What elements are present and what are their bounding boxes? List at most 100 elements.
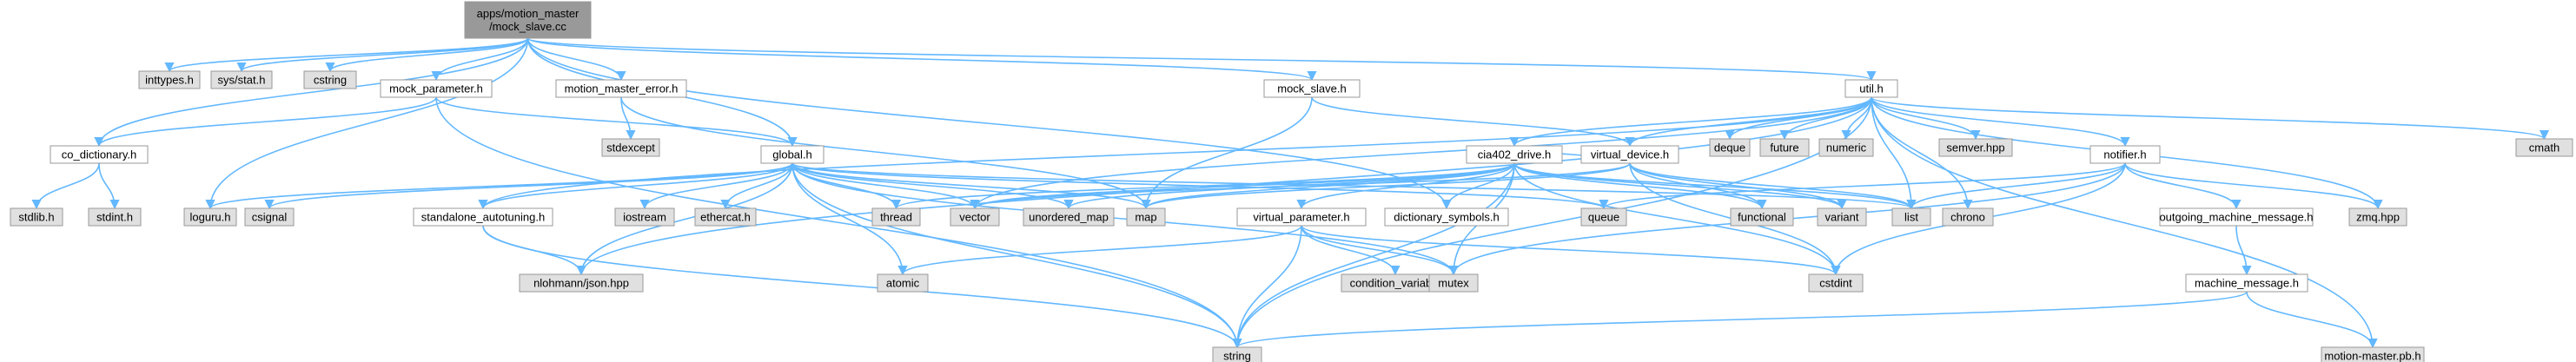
- node-mock-slave[interactable]: mock_slave.h: [1263, 79, 1361, 98]
- edge-motion_master_error-to-map: [620, 96, 1151, 210]
- node-label: zmq.hpp: [2356, 211, 2400, 224]
- node-nlohmann-json[interactable]: nlohmann/json.hpp: [519, 273, 644, 293]
- node-sys-stat[interactable]: sys/stat.h: [210, 70, 273, 89]
- node-atomic[interactable]: atomic: [877, 273, 929, 293]
- node-box: [10, 207, 63, 227]
- node-label: stdint.h: [96, 211, 133, 224]
- node-deque[interactable]: deque: [1709, 138, 1751, 157]
- node-label: cmath: [2529, 142, 2559, 155]
- edge-root-to-motion_master_error: [526, 37, 626, 82]
- edge-mock_parameter-to-global: [435, 96, 798, 148]
- node-label: loguru.h: [190, 211, 231, 224]
- node-label: functional: [1738, 211, 1786, 224]
- edge-standalone_autotuning-to-string: [482, 225, 1242, 349]
- node-mock-parameter[interactable]: mock_parameter.h: [380, 79, 493, 98]
- node-box: [210, 70, 273, 89]
- edge-util-to-list: [1871, 96, 1917, 210]
- node-box: [2515, 138, 2573, 157]
- edge-cia402_drive-to-dictionary_symbols: [1441, 162, 1515, 210]
- node-vector[interactable]: vector: [950, 207, 1000, 227]
- node-map[interactable]: map: [1126, 207, 1166, 227]
- node-label: mock_slave.h: [1277, 82, 1346, 95]
- edge-virtual_device-to-vector: [970, 162, 1631, 210]
- node-mutex[interactable]: mutex: [1428, 273, 1479, 293]
- node-util[interactable]: util.h: [1844, 79, 1898, 98]
- node-machine-message[interactable]: machine_message.h: [2185, 273, 2308, 293]
- node-box: [183, 207, 237, 227]
- node-dictionary-symbols[interactable]: dictionary_symbols.h: [1384, 207, 1509, 227]
- node-label: map: [1135, 211, 1156, 224]
- node-list[interactable]: list: [1891, 207, 1931, 227]
- node-box: [555, 79, 687, 98]
- node-condition-variable[interactable]: condition_variable: [1341, 273, 1450, 293]
- node-virtual-device[interactable]: virtual_device.h: [1580, 145, 1679, 164]
- edge-cia402_drive-to-virtual_parameter: [1296, 162, 1515, 210]
- node-label: mock_parameter.h: [389, 82, 483, 95]
- node-stdlib[interactable]: stdlib.h: [10, 207, 63, 227]
- edge-root-to-sys_stat: [236, 37, 529, 73]
- edge-global-to-nlohmann_json: [576, 162, 793, 276]
- node-loguru[interactable]: loguru.h: [183, 207, 237, 227]
- edge-notifier-to-zmq: [2124, 162, 2383, 210]
- node-root[interactable]: apps/motion_master/mock_slave.cc: [464, 1, 592, 39]
- node-chrono[interactable]: chrono: [1942, 207, 1994, 227]
- node-box: [88, 207, 142, 227]
- node-virtual-parameter[interactable]: virtual_parameter.h: [1236, 207, 1367, 227]
- edge-cia402_drive-to-cstdint: [1513, 162, 1841, 276]
- node-label: string: [1223, 350, 1251, 362]
- node-label: semver.hpp: [1946, 142, 2004, 155]
- node-box: [877, 273, 929, 293]
- edge-virtual_parameter-to-condition_variable: [1301, 225, 1401, 276]
- node-label: machine_message.h: [2195, 277, 2299, 290]
- node-functional[interactable]: functional: [1730, 207, 1794, 227]
- node-semver[interactable]: semver.hpp: [1938, 138, 2013, 157]
- node-notifier[interactable]: notifier.h: [2089, 145, 2161, 164]
- node-standalone-autotuning[interactable]: standalone_autotuning.h: [413, 207, 553, 227]
- node-thread[interactable]: thread: [871, 207, 921, 227]
- edge-root-to-cstring: [325, 37, 529, 73]
- node-cmath[interactable]: cmath: [2515, 138, 2573, 157]
- node-label: sys/stat.h: [218, 74, 266, 87]
- node-co-dictionary[interactable]: co_dictionary.h: [50, 145, 149, 164]
- node-motion-master-error[interactable]: motion_master_error.h: [555, 79, 687, 98]
- node-label: dictionary_symbols.h: [1394, 211, 1499, 224]
- edge-mock_parameter-to-co_dictionary: [94, 96, 437, 148]
- node-queue[interactable]: queue: [1580, 207, 1627, 227]
- edge-cia402_drive-to-variant: [1513, 162, 1847, 210]
- node-string[interactable]: string: [1212, 346, 1262, 362]
- node-iostream[interactable]: iostream: [614, 207, 675, 227]
- edge-virtual_parameter-to-cstdint: [1301, 225, 1841, 276]
- node-zmq[interactable]: zmq.hpp: [2348, 207, 2407, 227]
- node-label: stdlib.h: [18, 211, 54, 224]
- node-label: outgoing_machine_message.h: [2159, 211, 2313, 224]
- node-motion-master-pb[interactable]: motion-master.pb.h: [2321, 346, 2425, 362]
- node-box: [50, 145, 149, 164]
- edge-util-to-nlohmann_json: [576, 96, 1872, 276]
- node-box: [1580, 207, 1627, 227]
- node-variant[interactable]: variant: [1817, 207, 1867, 227]
- node-unordered-map[interactable]: unordered_map: [1023, 207, 1115, 227]
- node-label: standalone_autotuning.h: [421, 211, 545, 224]
- edge-global-to-atomic: [791, 162, 908, 276]
- node-label: notifier.h: [2103, 148, 2146, 161]
- node-numeric[interactable]: numeric: [1818, 138, 1874, 157]
- node-label: virtual_device.h: [1591, 148, 1669, 161]
- node-cstdint[interactable]: cstdint: [1808, 273, 1864, 293]
- node-box: [1817, 207, 1867, 227]
- node-box: [1808, 273, 1864, 293]
- node-future[interactable]: future: [1759, 138, 1810, 157]
- node-cstring[interactable]: cstring: [303, 70, 357, 89]
- node-label: inttypes.h: [145, 74, 194, 87]
- node-global[interactable]: global.h: [760, 145, 824, 164]
- node-stdint[interactable]: stdint.h: [88, 207, 142, 227]
- node-inttypes[interactable]: inttypes.h: [138, 70, 201, 89]
- node-box: [2089, 145, 2161, 164]
- node-cia402-drive[interactable]: cia402_drive.h: [1466, 145, 1563, 164]
- node-box: [380, 79, 493, 98]
- node-ethercat[interactable]: ethercat.h: [694, 207, 757, 227]
- node-box: [614, 207, 675, 227]
- node-stdexcept[interactable]: stdexcept: [601, 138, 660, 157]
- node-outgoing-machine-message[interactable]: outgoing_machine_message.h: [2159, 207, 2314, 227]
- node-csignal[interactable]: csignal: [244, 207, 295, 227]
- edges-layer: [31, 37, 2549, 349]
